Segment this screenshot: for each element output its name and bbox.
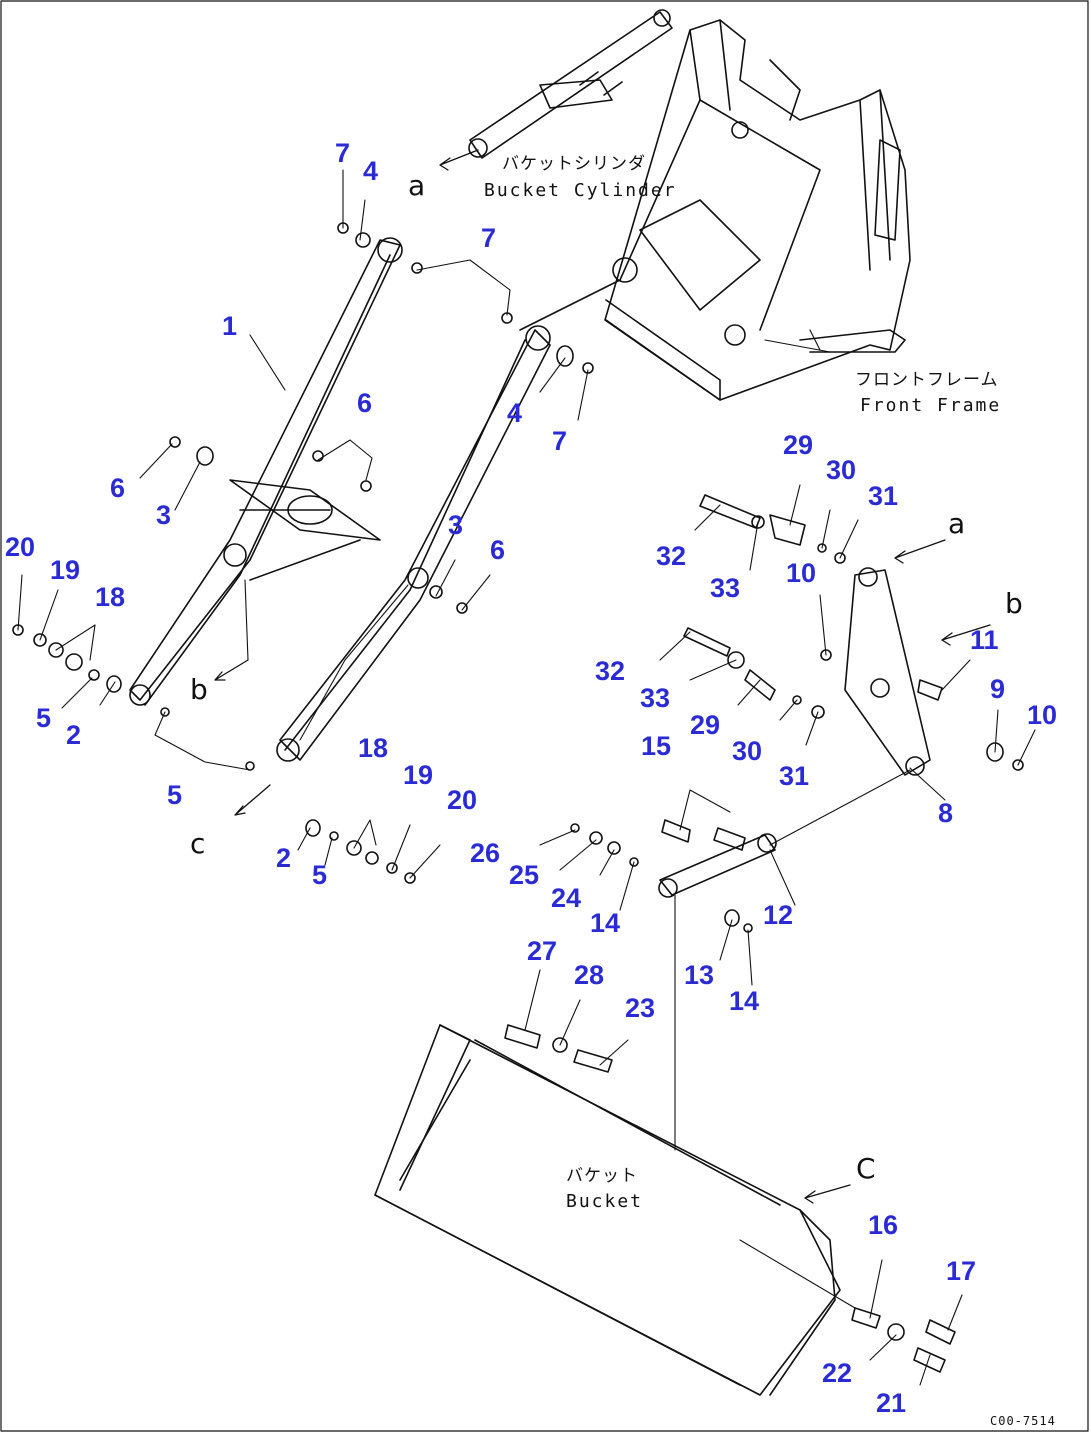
callout-1: 1 [222, 311, 238, 341]
callout-5: 5 [167, 780, 183, 810]
ref-letter-b: b [1005, 587, 1023, 620]
callout-20: 20 [447, 785, 478, 815]
callout-29: 29 [783, 430, 814, 460]
callout-7: 7 [481, 223, 497, 253]
callout-18: 18 [358, 733, 389, 763]
callout-11: 11 [970, 625, 999, 655]
callout-33: 33 [710, 573, 741, 603]
callout-26: 26 [470, 838, 501, 868]
bucket-cylinder-label-jp: バケットシリンダ [502, 154, 646, 174]
callout-3: 3 [156, 500, 172, 530]
callout-30: 30 [826, 455, 857, 485]
front-frame [519, 19, 911, 401]
callout-8: 8 [938, 798, 954, 828]
bucket-cylinder-label-en: Bucket Cylinder [484, 180, 677, 201]
callout-19: 19 [50, 555, 81, 585]
callout-14: 14 [590, 908, 621, 938]
front-frame-label-en: Front Frame [860, 395, 1002, 416]
bucket-label-en: Bucket [566, 1191, 644, 1212]
ref-letter-a: a [408, 169, 426, 202]
reference-arrows [214, 149, 991, 1204]
ref-letter-c: c [190, 827, 206, 860]
callout-22: 22 [822, 1358, 853, 1388]
ref-letter-a: a [948, 507, 966, 540]
callout-30: 30 [732, 736, 763, 766]
callout-28: 28 [574, 960, 605, 990]
cross-tube [229, 479, 381, 581]
ref-letter-b: b [190, 673, 208, 706]
callout-33: 33 [640, 683, 671, 713]
callout-5: 5 [36, 703, 52, 733]
callout-25: 25 [509, 860, 540, 890]
callout-7: 7 [552, 426, 568, 456]
callout-4: 4 [363, 156, 379, 186]
bucket-body [374, 1024, 841, 1396]
callout-12: 12 [763, 900, 794, 930]
callout-9: 9 [990, 674, 1006, 704]
callout-2: 2 [276, 843, 292, 873]
callout-24: 24 [551, 883, 582, 913]
callout-6: 6 [357, 388, 373, 418]
callout-10: 10 [786, 558, 817, 588]
callout-20: 20 [5, 532, 36, 562]
drawing-code: C00-7514 [990, 1414, 1056, 1428]
bucket-link [658, 833, 777, 898]
callout-32: 32 [656, 541, 687, 571]
callout-21: 21 [876, 1388, 907, 1418]
callout-7: 7 [335, 138, 351, 168]
callout-15: 15 [641, 731, 672, 761]
callout-29: 29 [690, 710, 721, 740]
callout-19: 19 [403, 760, 434, 790]
callout-27: 27 [527, 936, 558, 966]
front-frame-label-jp: フロントフレーム [855, 370, 999, 390]
leader-lines [17, 169, 1036, 1386]
callout-4: 4 [507, 398, 523, 428]
bucket-cylinder [468, 9, 673, 159]
callout-18: 18 [95, 582, 126, 612]
small-parts [12, 222, 1024, 1373]
callout-6: 6 [490, 535, 506, 565]
callout-14: 14 [729, 986, 760, 1016]
callout-17: 17 [946, 1256, 977, 1286]
callout-6: 6 [110, 473, 126, 503]
callout-16: 16 [868, 1210, 899, 1240]
callout-2: 2 [66, 720, 82, 750]
callout-10: 10 [1027, 700, 1058, 730]
lift-arm-left [129, 237, 403, 706]
ref-letter-c: C [856, 1152, 876, 1185]
callout-3: 3 [448, 510, 464, 540]
callout-32: 32 [595, 656, 626, 686]
lift-arm-right [276, 325, 551, 762]
callout-31: 31 [868, 481, 899, 511]
bellcrank [844, 567, 931, 776]
callout-31: 31 [779, 761, 810, 791]
callout-13: 13 [684, 960, 715, 990]
bucket-label-jp: バケット [566, 1166, 638, 1186]
callout-23: 23 [625, 993, 656, 1023]
callout-5: 5 [312, 860, 328, 890]
